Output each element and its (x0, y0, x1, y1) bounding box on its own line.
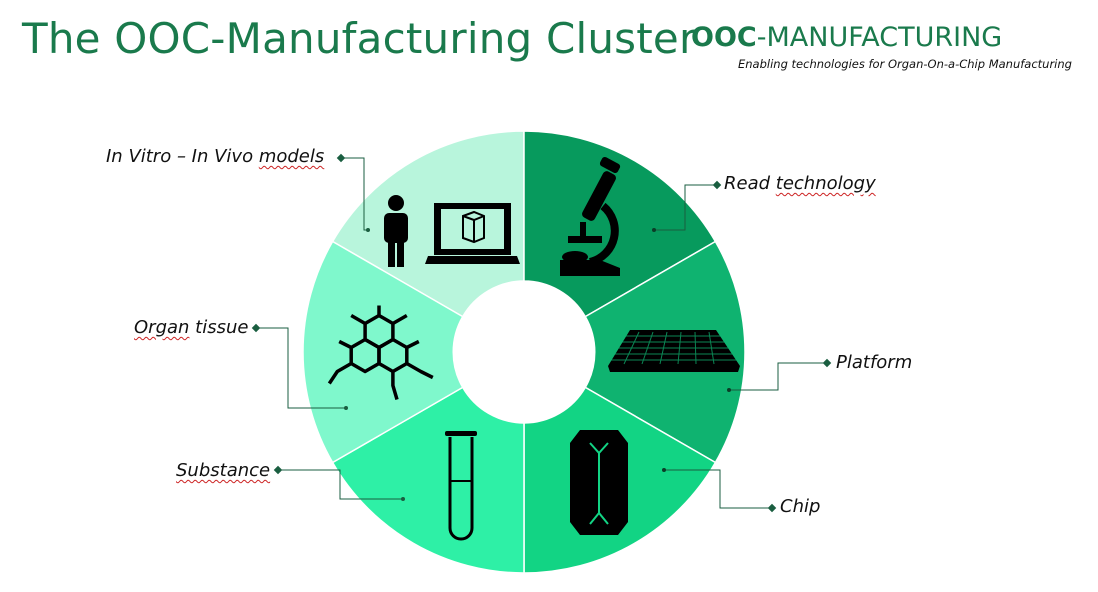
microfluidic-chip-icon (570, 430, 628, 535)
laptop-icon (425, 203, 520, 264)
segment-organ-tissue (302, 240, 464, 464)
connector-substance (273, 465, 405, 501)
microscope-icon (560, 156, 621, 276)
label-squiggle-text: Organ (134, 317, 190, 338)
brand-bold: OOC (691, 22, 757, 53)
well-plate-icon (608, 330, 740, 372)
label-substance: Substance (176, 460, 270, 481)
page-title: The OOC-Manufacturing Cluster (22, 14, 697, 63)
segment-in-vitro (331, 130, 525, 318)
molecule-icon (327, 305, 434, 400)
label-text: tissue (189, 317, 249, 338)
label-text: Read (724, 173, 776, 194)
person-icon (384, 195, 408, 267)
label-in-vitro-models: In Vitro – In Vivo models (106, 146, 324, 167)
label-squiggle-text: Substance (176, 460, 271, 481)
label-chip: Chip (780, 496, 820, 517)
label-platform: Platform (836, 352, 912, 373)
brand-rest: -MANUFACTURING (756, 22, 1003, 53)
brand-tagline: Enabling technologies for Organ-On-a-Chi… (738, 57, 1072, 71)
label-text: Platform (836, 352, 913, 373)
connector-in-vitro (336, 153, 370, 232)
label-squiggle-text: technology (775, 173, 876, 194)
brand-logo: OOC-MANUFACTURING (691, 22, 1002, 53)
connector-platform (727, 358, 832, 392)
connector-organ-tissue (251, 323, 348, 410)
test-tube-icon (445, 431, 477, 541)
label-organ-tissue: Organ tissue (134, 317, 248, 338)
label-text: Chip (780, 496, 821, 517)
label-squiggle-text: models (258, 146, 325, 167)
connector-chip (662, 468, 777, 513)
label-read-technology: Read technology (724, 173, 876, 194)
label-text: In Vitro – In Vivo (106, 146, 259, 167)
